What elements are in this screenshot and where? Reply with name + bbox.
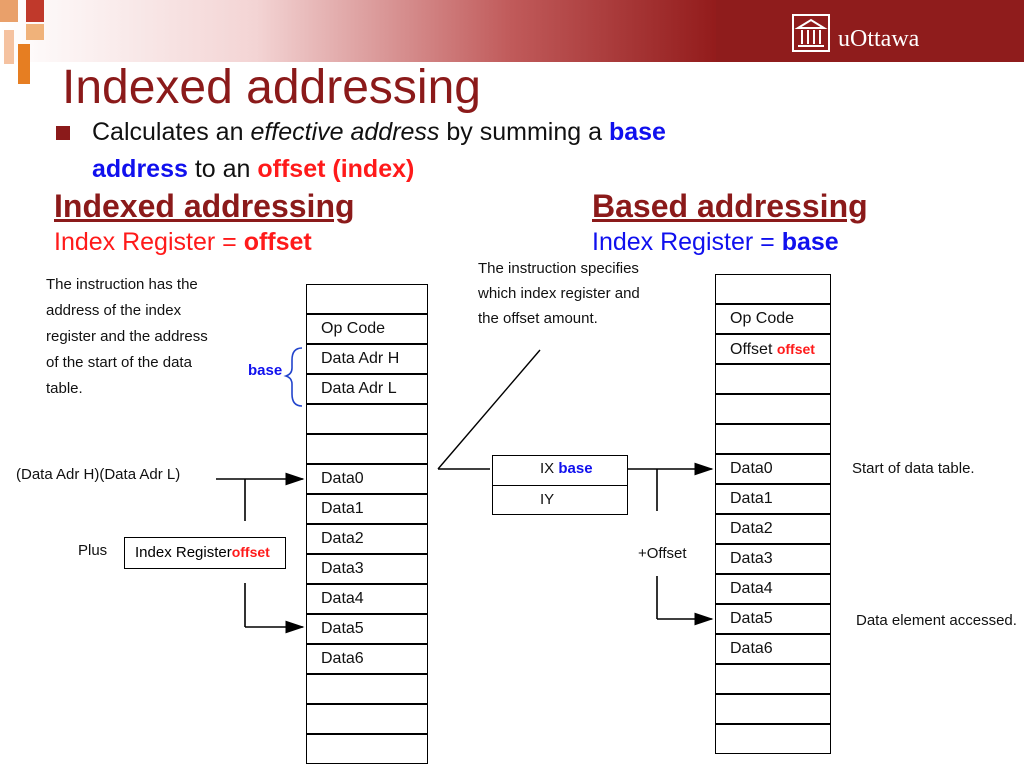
base-brace xyxy=(283,347,303,407)
ix-base-label: base xyxy=(558,460,593,477)
decor-square xyxy=(4,30,14,64)
indexed-sub-prefix: Index Register = xyxy=(54,228,244,256)
plus-offset-label: +Offset xyxy=(638,545,687,562)
data-address-label: (Data Adr H)(Data Adr L) xyxy=(16,466,181,483)
memory-cell: Op Code xyxy=(715,304,831,334)
memory-cell: Data0 xyxy=(306,464,428,494)
note-line: The instruction specifies xyxy=(478,260,639,277)
memory-cell: Op Code xyxy=(306,314,428,344)
start-label: Start of data table. xyxy=(852,460,975,477)
memory-cell: Data5 xyxy=(306,614,428,644)
offset-label: offset xyxy=(231,544,270,560)
memory-cell xyxy=(715,694,831,724)
bullet-offset: offset (index) xyxy=(257,155,415,183)
memory-cell: Data3 xyxy=(715,544,831,574)
memory-cell xyxy=(715,424,831,454)
note-line: of the start of the data xyxy=(46,354,192,371)
logo-panel xyxy=(716,0,1024,62)
ix-row: IX base xyxy=(540,460,593,477)
memory-cell xyxy=(306,704,428,734)
memory-cell xyxy=(306,674,428,704)
memory-cell xyxy=(306,404,428,434)
memory-cell: Data6 xyxy=(306,644,428,674)
note-line: which index register and xyxy=(478,285,640,302)
logo-text: uOttawa xyxy=(838,26,920,52)
university-logo-icon xyxy=(792,14,830,52)
memory-cell xyxy=(715,274,831,304)
bullet-text: to an xyxy=(187,155,258,183)
plus-label: Plus xyxy=(78,542,108,559)
callout-line xyxy=(437,349,541,470)
based-sub-prefix: Index Register = xyxy=(592,228,782,256)
memory-cell: Data1 xyxy=(306,494,428,524)
decor-square xyxy=(26,0,44,22)
divider xyxy=(492,485,628,486)
memory-cell-offset: Offset offset xyxy=(715,334,831,364)
memory-cell: Data4 xyxy=(306,584,428,614)
indexed-heading: Indexed addressing xyxy=(54,188,355,224)
bullet-base: base xyxy=(608,118,666,146)
offset-label: offset xyxy=(776,341,815,357)
memory-cell: Data5 xyxy=(715,604,831,634)
memory-cell: Data3 xyxy=(306,554,428,584)
bullet-text: by summing a xyxy=(439,118,609,146)
memory-cell xyxy=(306,434,428,464)
bullet-address: address xyxy=(92,155,188,183)
memory-cell: Data6 xyxy=(715,634,831,664)
based-heading: Based addressing xyxy=(592,188,868,224)
bullet-emphasis: effective address xyxy=(250,118,440,146)
memory-cell xyxy=(715,664,831,694)
memory-cell: Data Adr L xyxy=(306,374,428,404)
index-register-label: Index Register xyxy=(135,544,232,561)
indexed-note: The instruction has the address of the i… xyxy=(46,272,208,402)
note-line: register and the address xyxy=(46,328,208,345)
bullet-line-1: Calculates an effective address by summi… xyxy=(92,118,666,147)
iy-label: IY xyxy=(540,491,555,508)
memory-cell: Data1 xyxy=(715,484,831,514)
based-sub-value: base xyxy=(781,228,839,256)
bullet-text: Calculates an xyxy=(92,118,251,146)
indexed-sub-value: offset xyxy=(243,228,312,256)
decor-square xyxy=(26,24,44,40)
memory-cell: Data2 xyxy=(715,514,831,544)
memory-cell: Data2 xyxy=(306,524,428,554)
note-line: The instruction has the xyxy=(46,276,198,293)
ix-label: IX xyxy=(540,460,555,477)
memory-cell xyxy=(306,734,428,764)
memory-cell xyxy=(715,724,831,754)
page-title: Indexed addressing xyxy=(62,61,481,114)
note-line: address of the index xyxy=(46,302,182,319)
decor-square xyxy=(18,44,30,84)
accessed-label: Data element accessed. xyxy=(856,612,1017,629)
based-note: The instruction specifies which index re… xyxy=(478,256,640,331)
base-label: base xyxy=(248,362,283,379)
indexed-subheading: Index Register = offset xyxy=(54,228,312,257)
memory-cell xyxy=(715,364,831,394)
note-line: table. xyxy=(46,380,83,397)
memory-cell xyxy=(715,394,831,424)
offset-text: Offset xyxy=(730,341,773,358)
memory-cell: Data4 xyxy=(715,574,831,604)
memory-cell: Data0 xyxy=(715,454,831,484)
note-line: the offset amount. xyxy=(478,310,598,327)
bullet-line-2: address to an offset (index) xyxy=(92,155,414,184)
based-subheading: Index Register = base xyxy=(592,228,839,257)
bullet-marker xyxy=(56,126,70,140)
decor-square xyxy=(0,0,18,22)
memory-cell xyxy=(306,284,428,314)
memory-cell: Data Adr H xyxy=(306,344,428,374)
index-register-box: Index Registeroffset xyxy=(124,537,286,569)
